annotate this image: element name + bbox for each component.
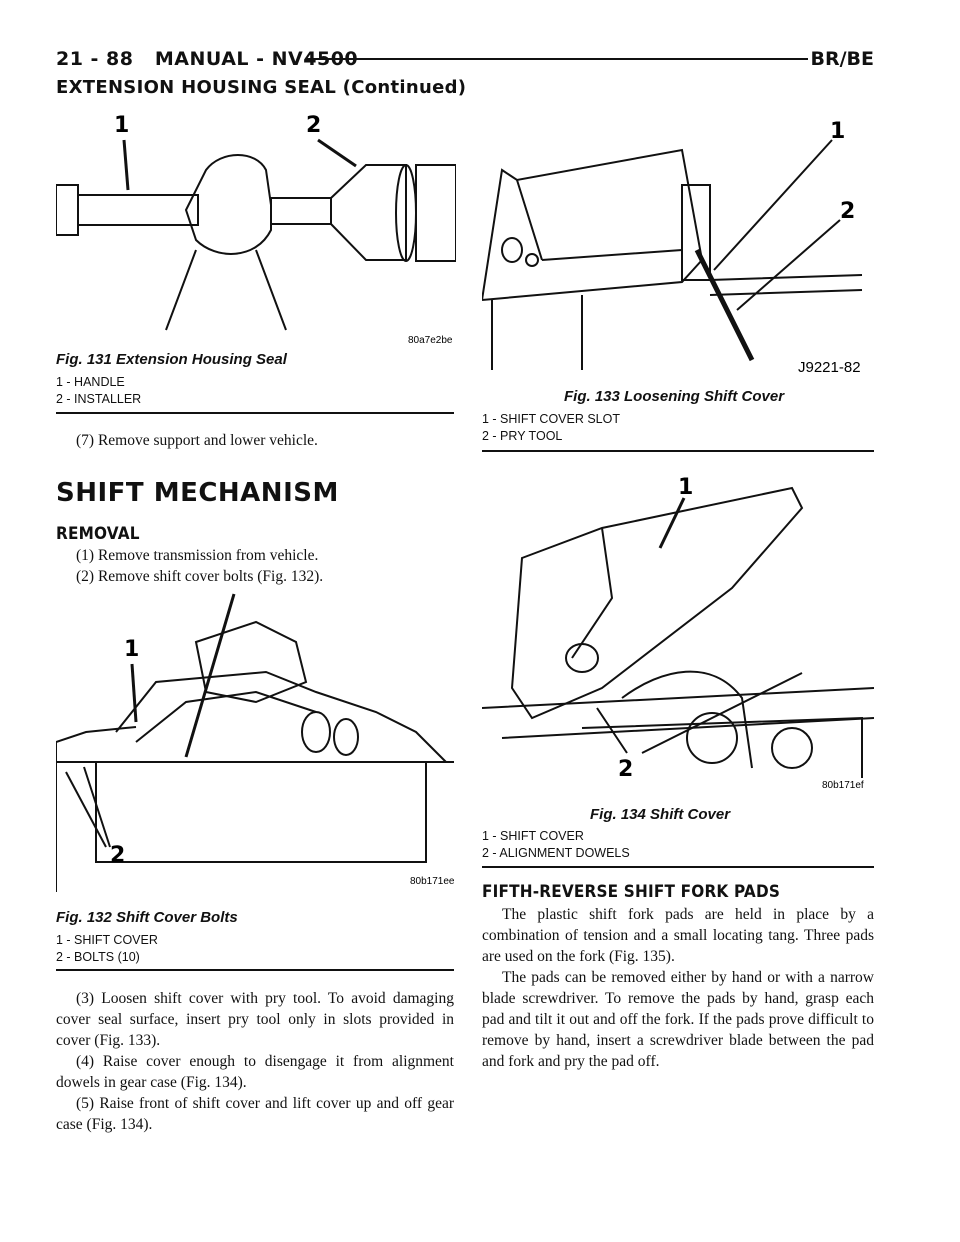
model-code: BR/BE: [810, 48, 874, 70]
fig133-callout-1: 1: [713, 119, 845, 271]
fig131-rule: [56, 412, 454, 414]
fig131-legend-2: 2 - INSTALLER: [56, 392, 142, 406]
fig131-legend: 1 - HANDLE 2 - INSTALLER: [56, 374, 141, 408]
header-rule: [306, 58, 808, 60]
fig131-code: 80a7e2be: [408, 335, 453, 346]
fig133-legend-1: 1 - SHIFT COVER SLOT: [482, 412, 620, 426]
paragraph-2: The pads can be removed either by hand o…: [482, 969, 874, 1070]
fig132-legend-2: 2 - BOLTS (10): [56, 950, 140, 964]
fig134-code: 80b171ef: [822, 780, 864, 791]
steps-3-5: (3) Loosen shift cover with pry tool. To…: [56, 988, 454, 1135]
heading-fifth-reverse-shift-fork-pads: FIFTH-REVERSE SHIFT FORK PADS: [482, 882, 781, 902]
fig132-code: 80b171ee: [410, 876, 454, 887]
svg-text:1: 1: [124, 637, 139, 662]
page-id-title: 21 - 88 MANUAL - NV4500: [56, 48, 359, 70]
fig132-callout-1: 1: [124, 637, 139, 723]
fig131-callout-1: 1: [114, 113, 130, 191]
step-4: (4) Raise cover enough to disengage it f…: [56, 1053, 454, 1091]
fig134-callout-2: 2: [596, 672, 803, 782]
heading-shift-mechanism: SHIFT MECHANISM: [56, 478, 339, 508]
fig134-legend-1: 1 - SHIFT COVER: [482, 829, 584, 843]
fig132-caption: Fig. 132 Shift Cover Bolts: [56, 909, 238, 926]
svg-text:1: 1: [114, 113, 129, 138]
fig134-rule: [482, 866, 874, 868]
fig132-legend-1: 1 - SHIFT COVER: [56, 933, 158, 947]
svg-text:2: 2: [618, 757, 633, 782]
fig132-callout-2: 2: [65, 766, 125, 868]
fig132-rule: [56, 969, 454, 971]
fig132-legend: 1 - SHIFT COVER 2 - BOLTS (10): [56, 932, 158, 966]
fig133-caption: Fig. 133 Loosening Shift Cover: [564, 388, 785, 405]
fig133-legend: 1 - SHIFT COVER SLOT 2 - PRY TOOL: [482, 411, 620, 445]
fig134-callout-1: 1: [658, 475, 693, 549]
fig132-pry-rod: [184, 593, 236, 758]
fig133-rule: [482, 450, 874, 452]
svg-text:1: 1: [678, 475, 693, 500]
fifth-reverse-text: The plastic shift fork pads are held in …: [482, 904, 874, 1072]
page-header: 21 - 88 MANUAL - NV4500 BR/BE: [56, 48, 874, 72]
fig131-legend-1: 1 - HANDLE: [56, 375, 125, 389]
fig133-pry-tool: [694, 248, 755, 362]
svg-text:2: 2: [306, 113, 321, 138]
svg-text:2: 2: [840, 199, 855, 224]
step-2: (2) Remove shift cover bolts (Fig. 132).: [76, 568, 324, 585]
figure-131-illustration: 1 2 80a7e2be: [56, 113, 456, 346]
step-5: (5) Raise front of shift cover and lift …: [56, 1095, 454, 1133]
steps-1-2: (1) Remove transmission from vehicle. (2…: [56, 545, 454, 587]
heading-removal: REMOVAL: [56, 524, 140, 544]
svg-text:1: 1: [830, 119, 845, 144]
step-1: (1) Remove transmission from vehicle.: [76, 547, 319, 564]
fig133-callout-2: 2: [736, 199, 855, 311]
paragraph-1: The plastic shift fork pads are held in …: [482, 906, 874, 965]
section-continued: EXTENSION HOUSING SEAL (Continued): [56, 77, 467, 98]
fig131-caption: Fig. 131 Extension Housing Seal: [56, 351, 287, 368]
fig133-legend-2: 2 - PRY TOOL: [482, 429, 563, 443]
fig134-caption: Fig. 134 Shift Cover: [590, 806, 731, 823]
figure-134-illustration: 1 2 80b171ef: [482, 475, 874, 791]
step-7: (7) Remove support and lower vehicle.: [76, 432, 318, 449]
fig131-callout-2: 2: [306, 113, 357, 168]
fig134-legend: 1 - SHIFT COVER 2 - ALIGNMENT DOWELS: [482, 828, 630, 862]
figure-132-illustration: 1 2 80b171ee: [56, 593, 454, 892]
fig133-code: J9221-82: [798, 359, 861, 376]
step-3: (3) Loosen shift cover with pry tool. To…: [56, 990, 454, 1049]
svg-text:2: 2: [110, 843, 125, 868]
fig134-legend-2: 2 - ALIGNMENT DOWELS: [482, 846, 630, 860]
figure-133-illustration: 1 2 J9221-82: [482, 119, 863, 376]
